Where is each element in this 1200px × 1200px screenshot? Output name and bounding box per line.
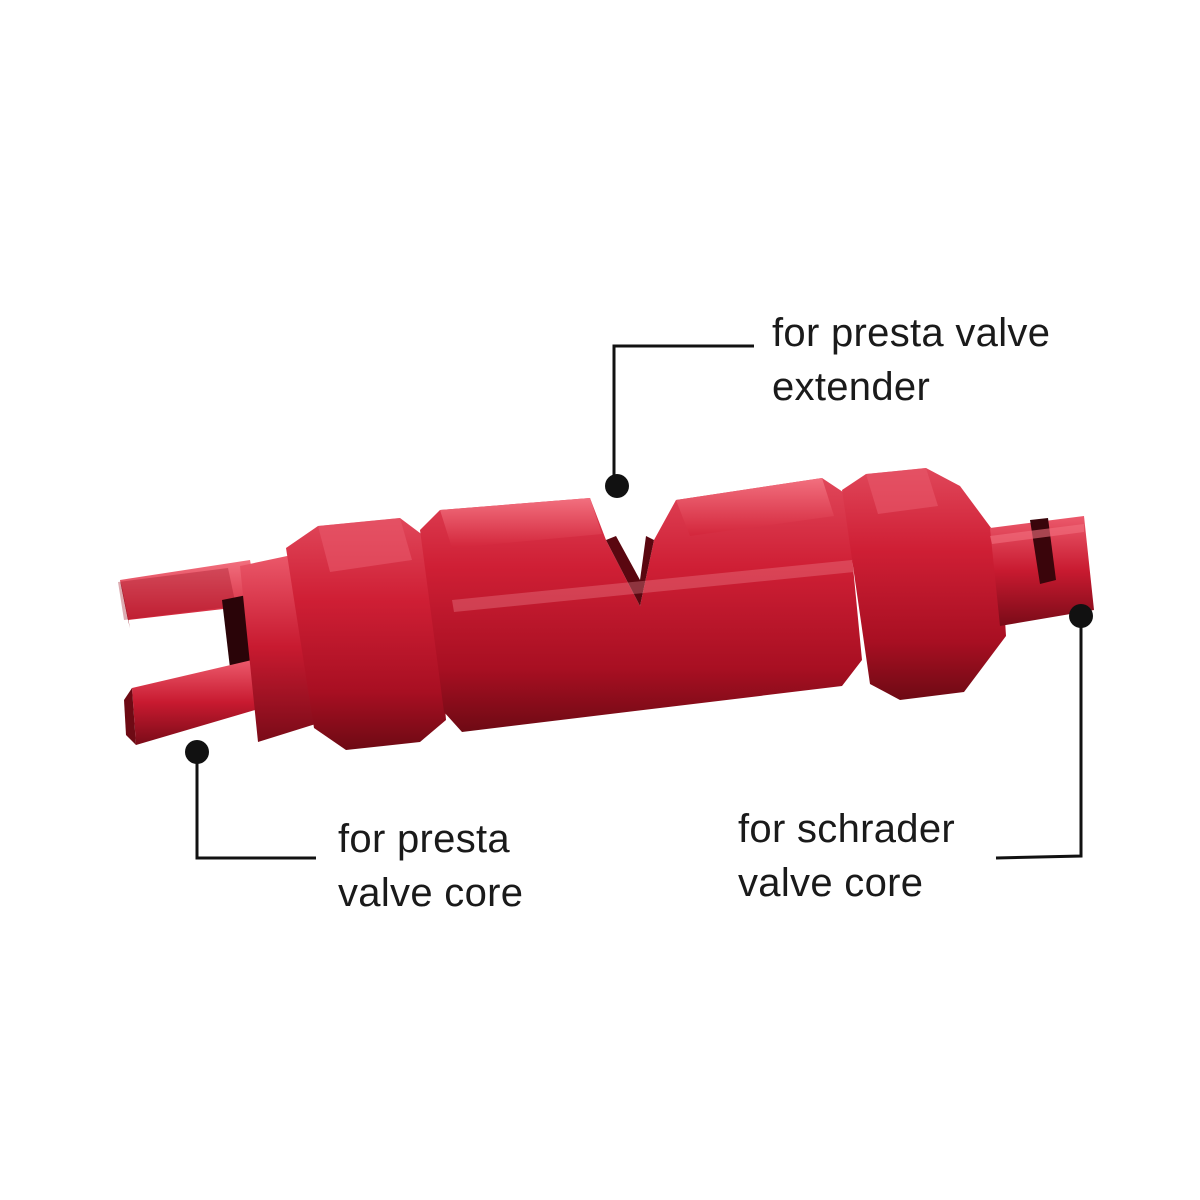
callout-presta-core-line2: valve core	[338, 871, 524, 915]
callout-presta-core-marker	[185, 740, 316, 860]
callout-schrader-core-line2: valve core	[738, 861, 924, 905]
main-hex-body	[420, 478, 862, 732]
callout-extender-line1: for presta valve	[772, 311, 1051, 355]
callout-schrader-core-marker	[995, 604, 1093, 860]
callout-extender-line2: extender	[772, 365, 931, 409]
callout-schrader-core-label: for schrader valve core	[738, 802, 955, 910]
valve-tool	[118, 468, 1094, 750]
callout-presta-core-label: for presta valve core	[338, 812, 523, 920]
callout-schrader-core-line1: for schrader	[738, 807, 956, 851]
schrader-core-tip	[990, 516, 1094, 626]
callout-presta-core-line1: for presta	[338, 817, 510, 861]
callout-extender-label: for presta valve extender	[772, 306, 1050, 414]
callout-extender-marker	[605, 344, 754, 498]
right-hex-nut	[842, 468, 1006, 700]
left-hex-nut	[286, 518, 446, 750]
